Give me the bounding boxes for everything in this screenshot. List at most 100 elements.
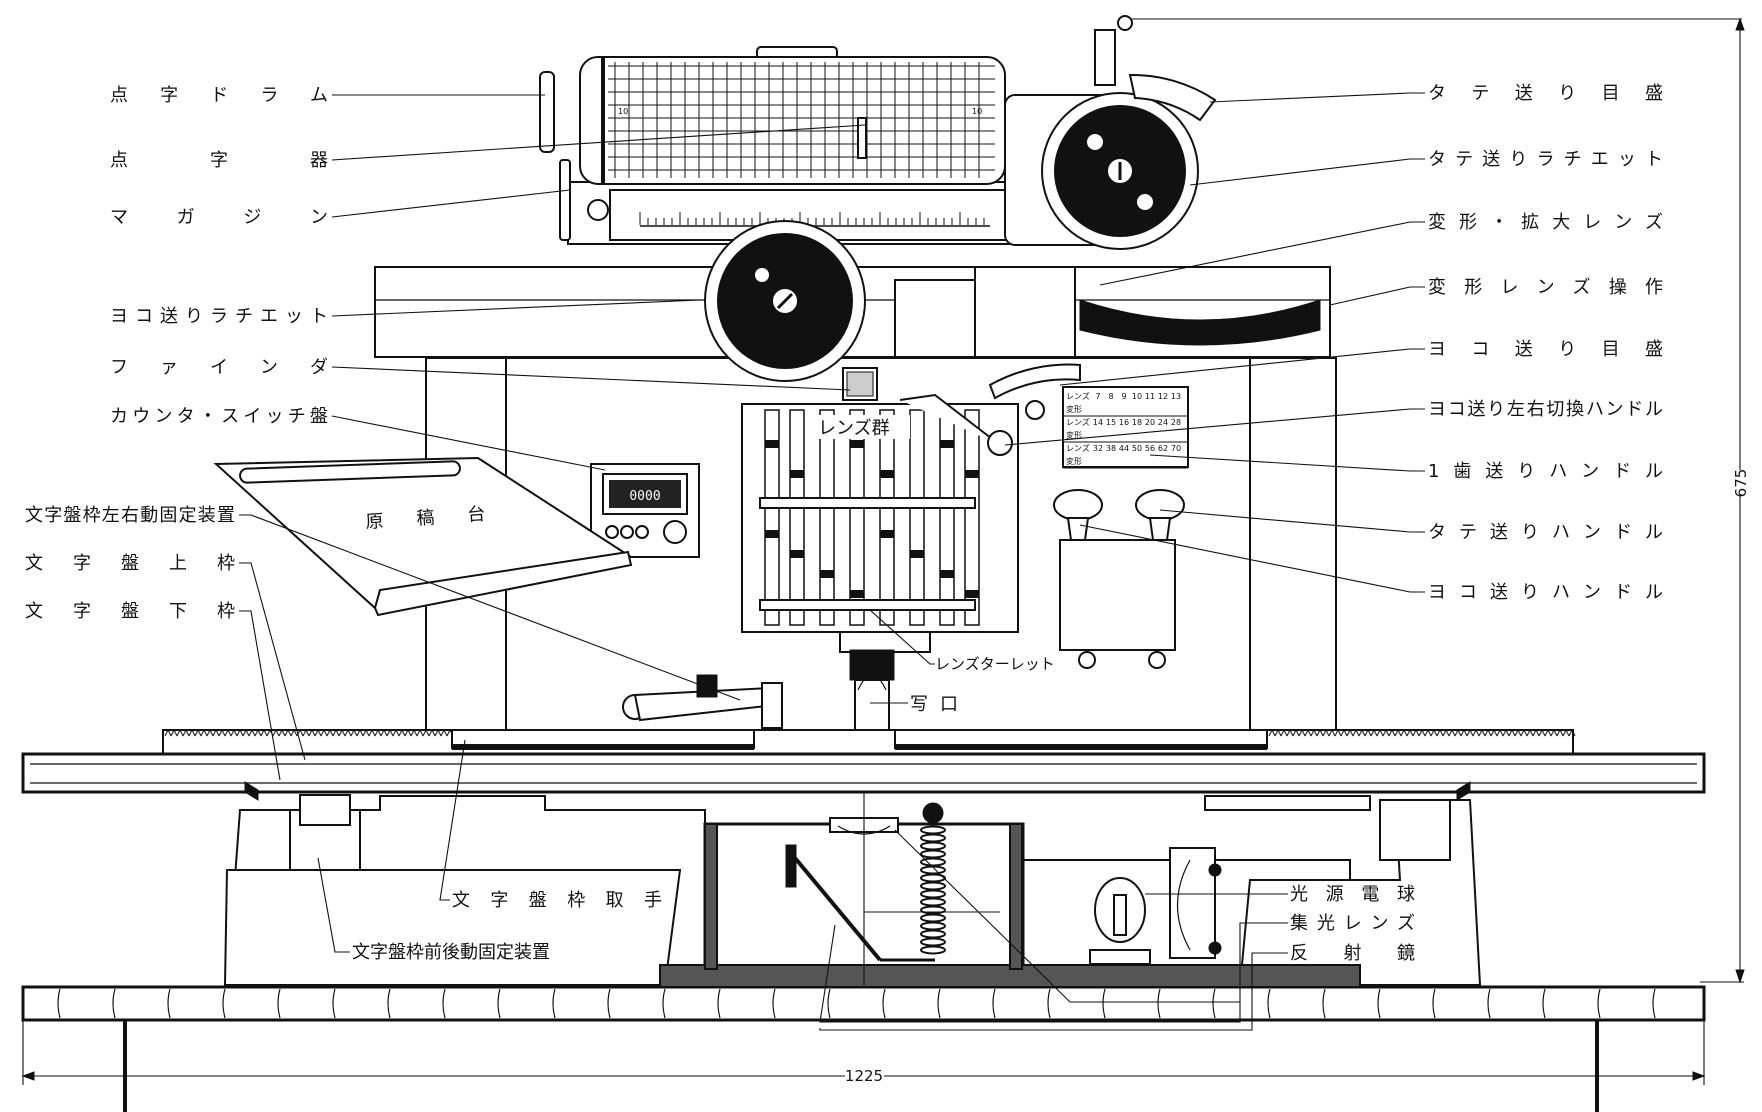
lens-table-cell: 15 bbox=[1106, 418, 1116, 427]
rack-tooth bbox=[182, 728, 190, 737]
right-label: 1歯送りハンドル bbox=[1428, 461, 1663, 482]
lens-column bbox=[819, 409, 835, 626]
right-label: ヨコ送り左右切換ハンドル bbox=[1428, 399, 1663, 420]
rack-tooth bbox=[1364, 728, 1372, 737]
rack-tooth bbox=[320, 728, 328, 737]
manuscript-stand: 原稿台 bbox=[213, 456, 634, 617]
rack-tooth bbox=[1460, 728, 1468, 737]
spring-coil bbox=[920, 921, 946, 931]
lens-table-cell: 14 bbox=[1093, 418, 1103, 427]
feed-handles[interactable] bbox=[1053, 489, 1185, 669]
rack-tooth bbox=[230, 728, 238, 737]
leader-line bbox=[239, 562, 306, 761]
lens-element bbox=[820, 570, 834, 578]
leader-line bbox=[331, 415, 606, 471]
rack-tooth bbox=[350, 728, 358, 737]
lens-table-cell: 32 bbox=[1093, 444, 1103, 453]
dimension-width-value: 1225 bbox=[845, 1067, 883, 1085]
frame-front-back-lock-label: 文字盤枠前後動固定装置 bbox=[352, 942, 550, 963]
leader-line bbox=[1189, 158, 1425, 186]
lens-table-header: レンズ bbox=[1066, 391, 1090, 401]
lens-table-cell: 56 bbox=[1145, 444, 1155, 453]
rack-tooth bbox=[1340, 728, 1348, 737]
leader-line bbox=[1149, 454, 1425, 472]
rack-tooth bbox=[236, 728, 244, 737]
floor-hatch bbox=[1102, 988, 1106, 1019]
rack-tooth bbox=[386, 728, 394, 737]
floor-hatch bbox=[1047, 988, 1051, 1019]
left-label: 文字盤上枠 bbox=[25, 553, 235, 574]
floor-hatch bbox=[57, 988, 61, 1019]
spring-coil bbox=[920, 881, 946, 891]
rack-tooth bbox=[1550, 728, 1558, 737]
left-label: 点字ドラム bbox=[110, 85, 328, 106]
lens-table-cell: 44 bbox=[1119, 444, 1129, 453]
lens-element bbox=[965, 590, 979, 598]
floor-hatch bbox=[332, 988, 336, 1019]
leader-line bbox=[331, 189, 571, 218]
lens-column bbox=[879, 409, 895, 626]
rack-tooth bbox=[380, 728, 388, 737]
left-label: ヨコ送りラチエット bbox=[110, 306, 328, 327]
right-label: 変形レンズ操作 bbox=[1428, 277, 1663, 298]
rack-tooth bbox=[176, 728, 184, 737]
rack-tooth bbox=[356, 728, 364, 737]
lens-table-cell: 62 bbox=[1158, 444, 1168, 453]
floor-hatch bbox=[222, 988, 226, 1019]
lens-table-cell: 11 bbox=[1145, 392, 1155, 401]
leader-line bbox=[1004, 408, 1425, 446]
spring-coil bbox=[920, 913, 946, 923]
leader-line bbox=[1329, 286, 1425, 306]
rack-tooth bbox=[1442, 728, 1450, 737]
floor-hatch bbox=[1652, 988, 1656, 1019]
rack-tooth bbox=[362, 728, 370, 737]
rack-tooth bbox=[1370, 728, 1378, 737]
lens-table-cell: 7 bbox=[1095, 392, 1100, 401]
rack-tooth bbox=[218, 728, 226, 737]
rack-tooth bbox=[1346, 728, 1354, 737]
vertical-feed-ratchet[interactable] bbox=[1004, 15, 1217, 250]
floor-hatch bbox=[277, 988, 281, 1019]
rack-tooth bbox=[1538, 728, 1546, 737]
condenser-lens-label: 集光レンズ bbox=[1290, 913, 1415, 934]
horizontal-feed-ratchet[interactable] bbox=[704, 220, 877, 401]
rack-tooth bbox=[290, 728, 298, 737]
right-label: ヨコ送りハンドル bbox=[1428, 582, 1663, 603]
horizontal-scale-arc bbox=[899, 363, 1081, 456]
rack-tooth bbox=[1556, 728, 1564, 737]
spring-coil bbox=[920, 849, 946, 859]
dimension-height-value: 675 bbox=[1732, 469, 1750, 498]
rack-tooth bbox=[1514, 728, 1522, 737]
floor-hatch bbox=[552, 988, 556, 1019]
lens-table-cell: 24 bbox=[1158, 418, 1168, 427]
lens-element bbox=[910, 550, 924, 558]
rack-tooth bbox=[1430, 728, 1438, 737]
floor-hatch bbox=[1377, 988, 1381, 1019]
rack-tooth bbox=[1424, 728, 1432, 737]
floor-hatch bbox=[827, 988, 831, 1019]
rack-tooth bbox=[1394, 728, 1402, 737]
frame-lock[interactable] bbox=[622, 674, 783, 729]
lens-element bbox=[880, 470, 894, 478]
leader-line bbox=[239, 514, 741, 701]
left-label: 文字盤枠左右動固定装置 bbox=[25, 505, 235, 526]
leader-line bbox=[331, 366, 851, 391]
rack-tooth bbox=[1502, 728, 1510, 737]
rack-tooth bbox=[1544, 728, 1552, 737]
floor-hatch bbox=[882, 988, 886, 1019]
rack-tooth bbox=[1382, 728, 1390, 737]
lens-element bbox=[790, 470, 804, 478]
drum-mark-left: 10 bbox=[618, 107, 628, 116]
leader-line bbox=[1159, 509, 1425, 533]
floor-hatch bbox=[387, 988, 391, 1019]
leader-line bbox=[331, 299, 701, 317]
lens-element bbox=[790, 550, 804, 558]
base-rail bbox=[21, 728, 1706, 801]
rack-tooth bbox=[212, 728, 220, 737]
rack-tooth bbox=[326, 728, 334, 737]
lens-element bbox=[940, 440, 954, 448]
lens-turret-label: レンズターレット bbox=[935, 655, 1055, 673]
rack-tooth bbox=[1406, 728, 1414, 737]
left-label: ファインダ bbox=[110, 357, 328, 378]
